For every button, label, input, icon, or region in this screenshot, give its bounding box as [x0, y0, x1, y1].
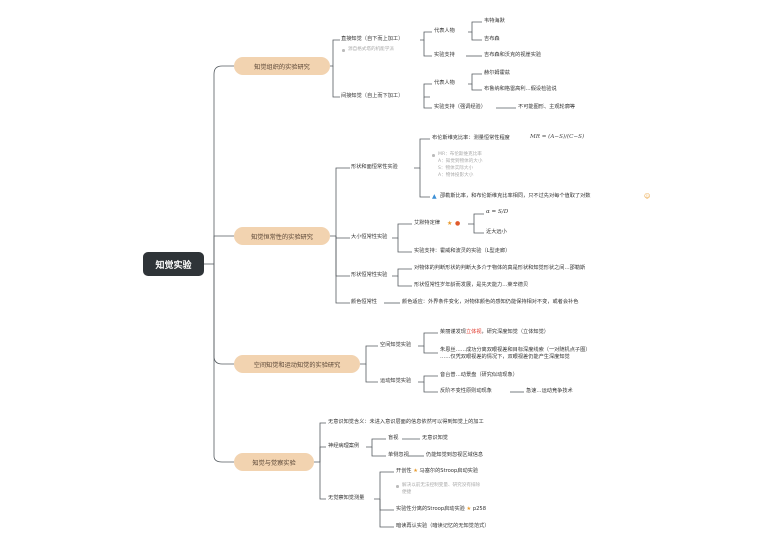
far-small-near-large[interactable]: 近大远小 [486, 229, 507, 235]
direct-support-node[interactable]: 实验支持 [434, 52, 455, 58]
section-perceptual-constancy[interactable]: 知觉恒常性的实验研究 [234, 227, 330, 245]
neuropathology-node[interactable]: 神经病理案例 [328, 443, 360, 449]
size-constancy-node[interactable]: 大小恒常性实验 [351, 234, 388, 240]
holway-boring-experiment[interactable]: 实验支持：霍威和波灵的实验（L型走廊） [414, 248, 511, 254]
indirect-rep-node[interactable]: 代表人物 [434, 80, 455, 86]
direct-rep-node[interactable]: 代表人物 [434, 28, 455, 34]
neglect-node[interactable]: 单侧忽视 [388, 452, 409, 458]
space-perception-node[interactable]: 空间知觉实验 [380, 342, 412, 348]
unaware-measurement-node[interactable]: 无觉察知觉测量 [328, 495, 365, 501]
direct-perception-note: 源自格式塔的机能学派 [348, 47, 394, 52]
emmert-formula: α = S/D [486, 209, 509, 215]
thumbs-up-icon: ▲ [432, 193, 437, 200]
section-perceptual-organization[interactable]: 知觉组织的实验研究 [234, 57, 330, 75]
section-perception-awareness[interactable]: 知觉与觉察实验 [234, 453, 314, 471]
indirect-perception-node[interactable]: 间接知觉（自上而下加工） [341, 93, 404, 99]
note-mr: MR：布伦斯维克比率 [438, 152, 482, 157]
blindsight-tail[interactable]: 无意识知觉 [422, 435, 448, 441]
marcel-stroop-item[interactable]: 开创性 ★ 马塞尔的Stroop启动实验 [396, 468, 479, 474]
color-adaptation-text[interactable]: 颜色适应：外界条件变化，对物体颜色的感知仍能保持相对不变，或者会补色 [402, 299, 579, 305]
motion-perception-node[interactable]: 运动知觉实验 [380, 378, 412, 384]
section-space-motion-perception[interactable]: 空间知觉和运动知觉的实验研究 [234, 355, 360, 373]
star-icon: ★ [447, 220, 453, 227]
star-icon: ★ [411, 468, 420, 474]
form-constancy-item-1[interactable]: 对物体的判断形状的判断大多介于物体的真是形状和知觉形状之间…邵勒斯 [414, 265, 586, 271]
heart-emoji-icon: ● [455, 220, 461, 227]
impossible-figures[interactable]: 不可能图形、主观轮廓等 [518, 104, 576, 110]
form-constancy-item-2[interactable]: 形状恒常性岁年龄而发展，是先天能力…莱辛德贝 [414, 282, 529, 288]
rep-bruner-gregory[interactable]: 布鲁纳和格雷高利…假设检验说 [484, 86, 557, 92]
color-constancy-node[interactable]: 颜色恒常性 [351, 299, 377, 305]
motion-item-1[interactable]: 音台普…动景盘（研究似动现象） [440, 372, 518, 378]
brunswik-ratio-text[interactable]: 布伦斯维克比率：测量恒常性程度 [432, 135, 510, 141]
star-icon: ★ [464, 506, 473, 512]
emmert-law-node[interactable]: 艾默特定律 [414, 220, 440, 226]
root-node[interactable]: 知觉实验 [143, 252, 204, 276]
thouless-ratio-text[interactable]: 邵勒斯比率，和布伦斯维克比率相同，只不过先对每个值取了对数 [440, 193, 591, 199]
visual-cliff-experiment[interactable]: 吉布森和沃克的视崖实验 [484, 52, 542, 58]
paradigm-note-line-1: 解决以前无法控制变量、研究没有排除 [402, 483, 481, 488]
direct-perception-node[interactable]: 直接知觉（自下而上加工） [341, 36, 404, 42]
rep-helmholtz[interactable]: 赫尔姆霍兹 [484, 70, 510, 76]
rep-gibson[interactable]: 吉布森 [484, 36, 500, 42]
unconscious-perception-definition[interactable]: 无意识知觉含义：未进入意识层面的信息依然可以得到知觉上的加工 [328, 419, 484, 425]
paradigm-note-line-2: 便捷 [402, 490, 412, 495]
indirect-support-node[interactable]: 实验支持（强调经验） [434, 104, 486, 110]
note-bullet-icon [396, 485, 399, 488]
note-bullet-icon [432, 154, 435, 157]
recognition-experiment-item[interactable]: 暗读再认实验（暗读记忆的无知觉范式） [396, 523, 490, 529]
form-constancy-node[interactable]: 形状恒常性实验 [351, 272, 388, 278]
stereopsis-item[interactable]: 茱丽谨发现立体视，研究深度知觉（立体知觉） [440, 329, 549, 335]
julesz-item-line-1[interactable]: 朱恩丝……成功分离双眼视差和目标深度线索（一对随机点子图） [440, 347, 591, 353]
note-a-perceived: A：知觉到物体的大小 [438, 159, 483, 164]
note-a-projection: A：物体投影大小 [438, 173, 474, 178]
motion-item-2[interactable]: 反阶不变性原则动现象 [440, 388, 492, 394]
note-bullet-icon [342, 49, 345, 52]
rep-wertheimer[interactable]: 韦特海默 [484, 18, 505, 24]
neglect-tail[interactable]: 仍能知觉到忽视区域信息 [426, 452, 484, 458]
note-s-actual: S：物体实际大小 [438, 166, 474, 171]
motion-item-2-tail[interactable]: 急速…运动竞争技术 [526, 388, 573, 394]
smile-emoji-icon: ☺ [644, 193, 651, 200]
brunswik-formula: MR = (A−S)/(C−S) [530, 134, 585, 140]
shape-constancy-node[interactable]: 形状和面恒常性实验 [351, 164, 398, 170]
separation-stroop-item[interactable]: 实验性分离的Stroop启动实验 ★ p258 [396, 506, 487, 512]
julesz-item-line-2[interactable]: ……仅凭双眼视差的情况下，双眼视差仍能产生深度知觉 [440, 354, 570, 360]
blindsight-node[interactable]: 盲视 [388, 435, 399, 441]
